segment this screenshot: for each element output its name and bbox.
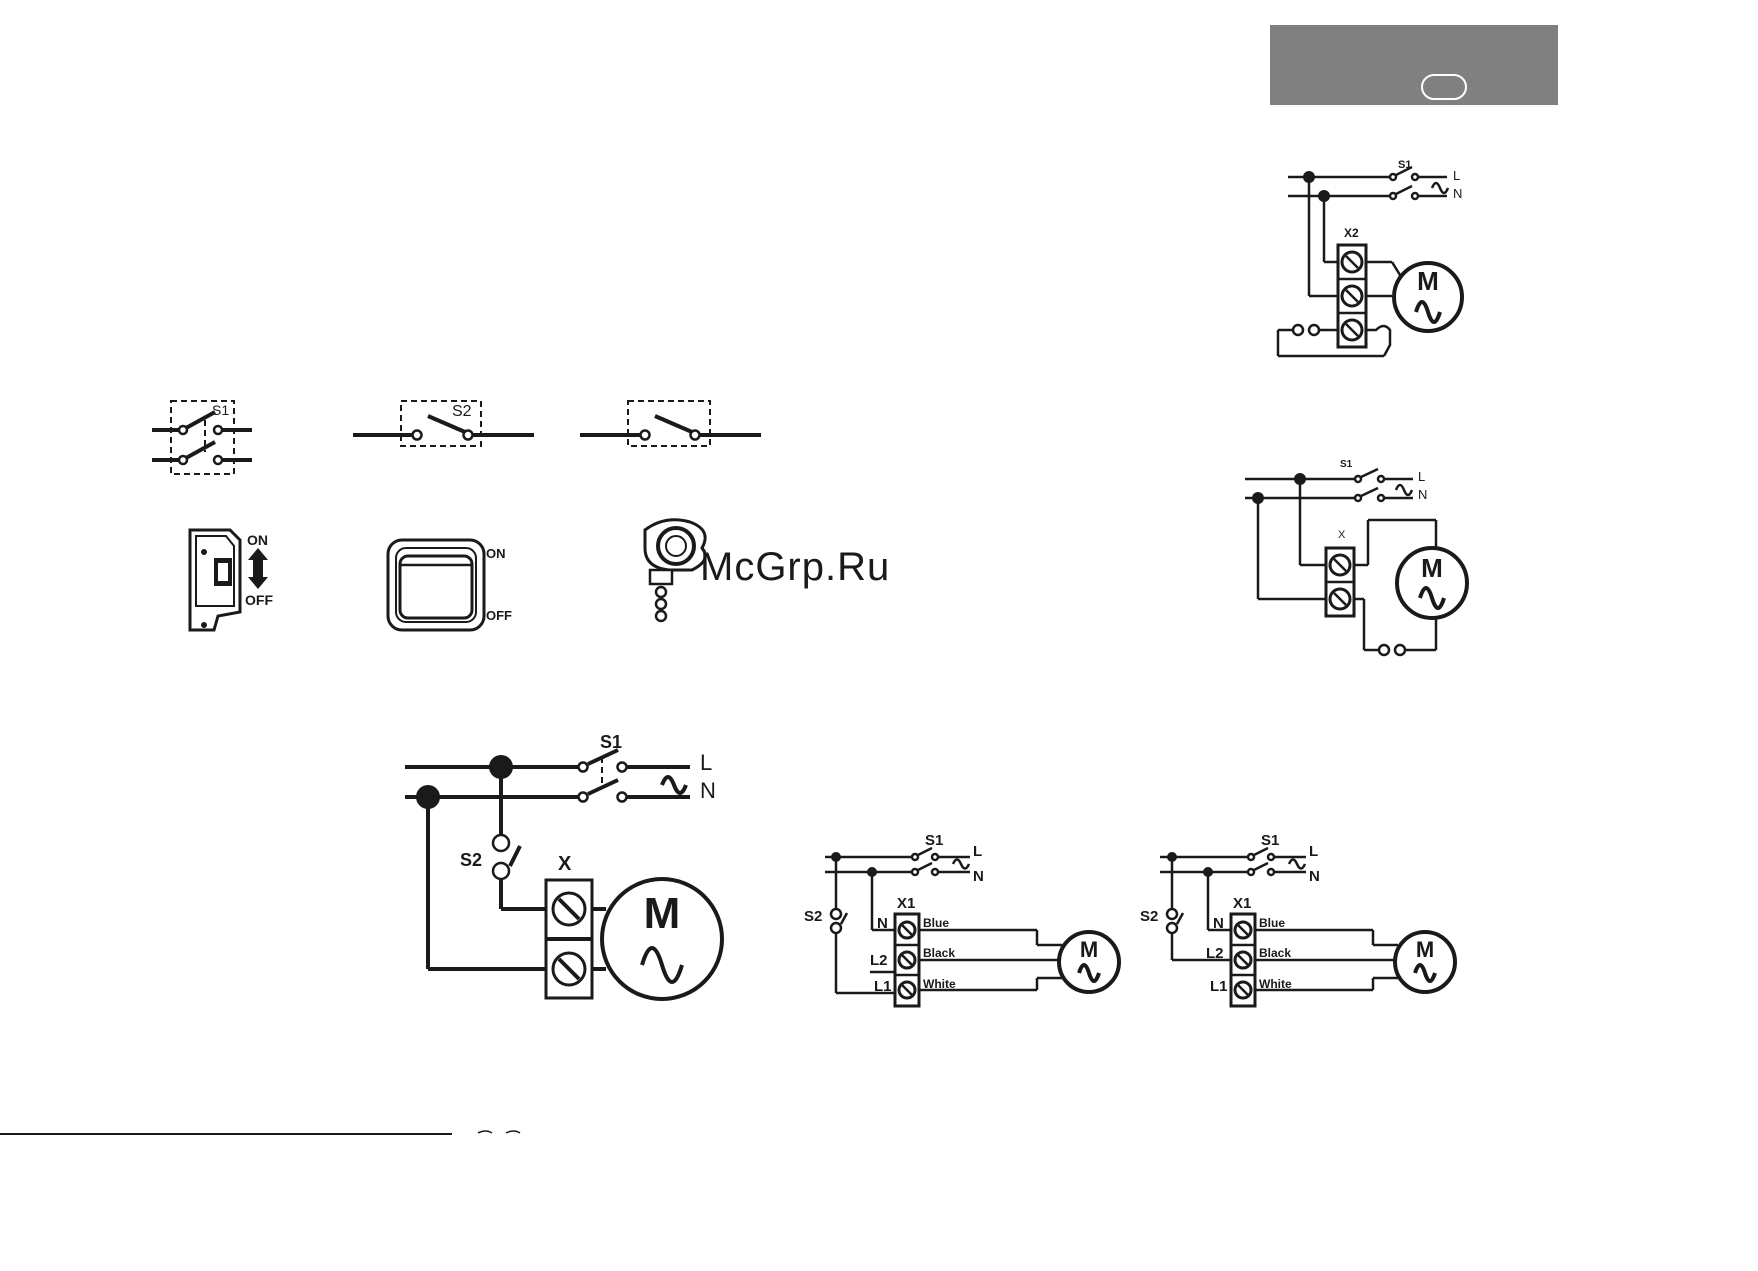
breaker-off-label: OFF bbox=[245, 592, 273, 608]
bb-s1-label: S1 bbox=[1261, 832, 1279, 849]
main-n-label: N bbox=[700, 778, 716, 803]
ba-l-label: L bbox=[973, 843, 982, 860]
footer-cropped-glyphs bbox=[478, 1131, 520, 1133]
main-s2-label: S2 bbox=[460, 850, 482, 870]
ba-wire-black-label: Black bbox=[923, 946, 955, 960]
bb-term-n-label: N bbox=[1213, 915, 1224, 932]
bb-x1-label: X1 bbox=[1233, 895, 1251, 912]
watermark-text: McGrp.Ru bbox=[700, 545, 890, 589]
bb-n-label: N bbox=[1309, 868, 1320, 885]
tr-n-label: N bbox=[1453, 186, 1462, 201]
mr-x-label: X bbox=[1338, 529, 1346, 541]
bb-wire-white-label: White bbox=[1259, 977, 1292, 991]
diagram-bottom-a: S1 L N S2 X1 N L2 L1 Blue Black White bbox=[804, 832, 1119, 1006]
breaker-switch-illustration: ON OFF bbox=[190, 530, 273, 630]
bb-l-label: L bbox=[1309, 843, 1318, 860]
header-grey-box bbox=[1270, 25, 1558, 105]
bb-s2-label: S2 bbox=[1140, 908, 1158, 925]
ba-s1-label: S1 bbox=[925, 832, 943, 849]
symbol-s2-single-pole: S2 bbox=[353, 401, 534, 446]
main-l-label: L bbox=[700, 750, 712, 775]
s1-symbol-label: S1 bbox=[212, 402, 229, 418]
diagram-mid-right: S1 L N X M bbox=[1245, 459, 1467, 655]
ba-n-label: N bbox=[973, 868, 984, 885]
bb-wire-black-label: Black bbox=[1259, 946, 1291, 960]
tr-x2-label: X2 bbox=[1344, 226, 1359, 240]
diagram-bottom-b: S1 L N S2 X1 N L2 L1 Blue Black White M bbox=[1140, 832, 1455, 1006]
bb-term-l1-label: L1 bbox=[1210, 978, 1228, 995]
bb-term-l2-label: L2 bbox=[1206, 945, 1224, 962]
s2-symbol-label: S2 bbox=[452, 403, 472, 420]
diagram-top-right: S1 L N X2 M bbox=[1278, 159, 1462, 356]
ba-x1-label: X1 bbox=[897, 895, 915, 912]
ba-term-l1-label: L1 bbox=[874, 978, 892, 995]
pull-cord-switch-illustration bbox=[645, 520, 705, 621]
bb-wire-blue-label: Blue bbox=[1259, 916, 1285, 930]
mr-s1-label: S1 bbox=[1340, 459, 1353, 470]
mr-motor-label: M bbox=[1421, 553, 1443, 583]
rocker-on-label: ON bbox=[486, 546, 506, 561]
rocker-switch-illustration: ON OFF bbox=[388, 540, 512, 630]
ba-motor-label: M bbox=[1080, 937, 1098, 962]
main-x-label: X bbox=[558, 853, 572, 875]
diagram-main: S1 L N S2 X M bbox=[405, 732, 722, 999]
tr-motor-label: M bbox=[1417, 266, 1439, 296]
symbol-s1-double-pole: S1 bbox=[152, 401, 252, 474]
tr-l-label: L bbox=[1453, 168, 1460, 183]
main-s1-label: S1 bbox=[600, 732, 622, 752]
header-block bbox=[1270, 25, 1558, 105]
tr-s1-label: S1 bbox=[1398, 159, 1411, 171]
main-motor-label: M bbox=[644, 889, 681, 938]
symbol-single-pole-unlabeled bbox=[580, 401, 761, 446]
bb-motor-label: M bbox=[1416, 937, 1434, 962]
mr-l-label: L bbox=[1418, 469, 1425, 484]
mr-n-label: N bbox=[1418, 487, 1427, 502]
ba-s2-label: S2 bbox=[804, 908, 822, 925]
ba-wire-blue-label: Blue bbox=[923, 916, 949, 930]
ba-term-l2-label: L2 bbox=[870, 952, 888, 969]
up-down-arrow-icon bbox=[248, 548, 268, 589]
breaker-on-label: ON bbox=[247, 532, 268, 548]
ba-wire-white-label: White bbox=[923, 977, 956, 991]
rocker-off-label: OFF bbox=[486, 608, 512, 623]
ba-term-n-label: N bbox=[877, 915, 888, 932]
